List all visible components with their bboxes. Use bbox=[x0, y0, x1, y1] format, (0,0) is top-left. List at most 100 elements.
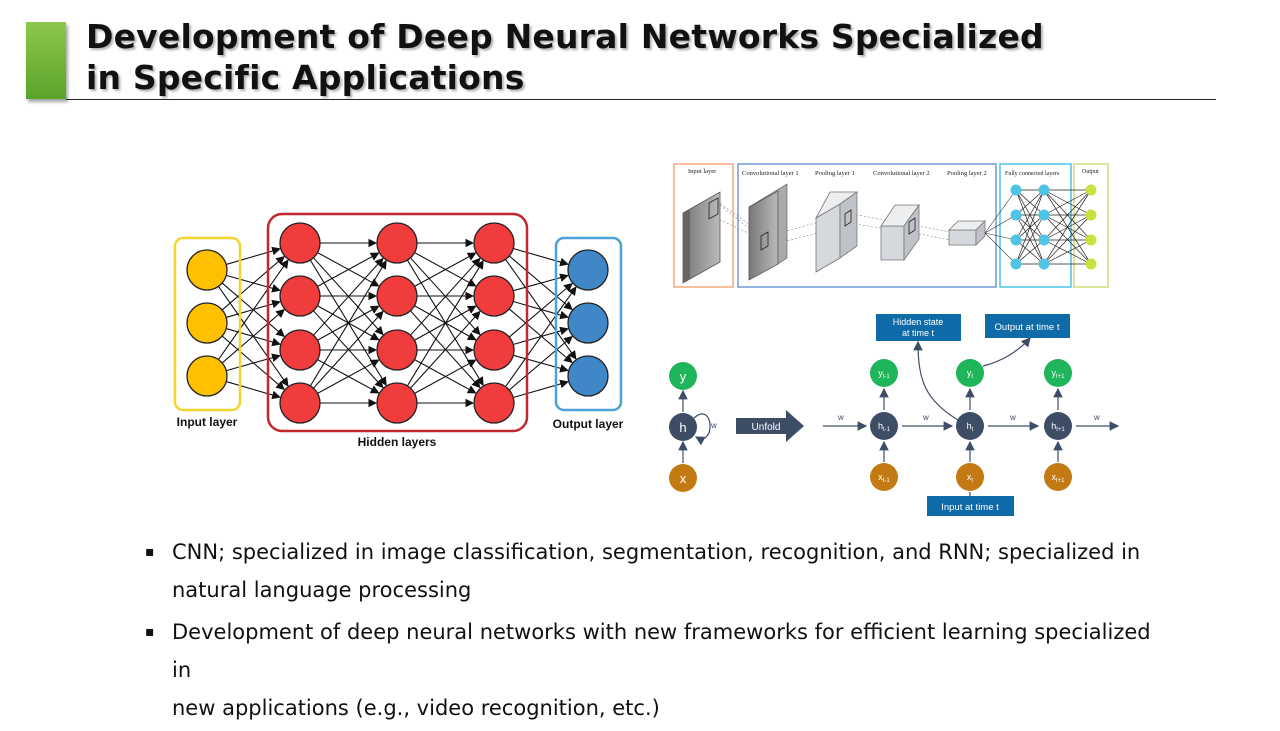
title-accent-bar bbox=[26, 22, 66, 99]
mlp-edge bbox=[508, 335, 573, 391]
mlp-edge bbox=[218, 259, 289, 360]
cnn-feature-box bbox=[737, 163, 997, 288]
page-title-line-2: in Specific Applications bbox=[86, 58, 525, 97]
rnn-hidden-state-pointer bbox=[913, 340, 959, 421]
hidden-state-text-1: Hidden state bbox=[893, 317, 944, 327]
hidden-neuron bbox=[279, 329, 321, 371]
output-neuron bbox=[567, 249, 609, 291]
rnn-h-prev-node bbox=[870, 412, 898, 440]
mlp-edge bbox=[317, 252, 380, 287]
hidden-neuron bbox=[473, 275, 515, 317]
page-title-line-1: Development of Deep Neural Networks Spec… bbox=[86, 17, 1044, 56]
mlp-edge bbox=[513, 300, 569, 320]
hidden-neuron bbox=[376, 382, 418, 424]
rnn-x-t-node bbox=[956, 463, 984, 491]
cnn-fc-node bbox=[1038, 258, 1050, 270]
bullet-2-line-1: Development of deep neural networks with… bbox=[172, 620, 1151, 682]
cnn-fc-node bbox=[1010, 258, 1022, 270]
mlp-edge bbox=[513, 247, 569, 267]
cnn-fc-edge bbox=[984, 232, 1017, 265]
mlp-edge bbox=[508, 308, 573, 364]
cnn-fc-node bbox=[1038, 209, 1050, 221]
output-layer-label: Output layer bbox=[553, 417, 624, 431]
hidden-state-banner bbox=[876, 314, 961, 341]
mlp-edge bbox=[505, 286, 577, 387]
cnn-input-box bbox=[673, 163, 734, 288]
mlp-diagram: Input layer Hidden layers Output layer bbox=[173, 212, 624, 449]
rnn-w-label-4: w bbox=[1093, 413, 1100, 422]
mlp-edge bbox=[513, 379, 569, 399]
cnn-pool1-side bbox=[839, 191, 858, 259]
hidden-neuron bbox=[376, 275, 418, 317]
hidden-neuron bbox=[473, 329, 515, 371]
input-layer-box bbox=[173, 236, 242, 412]
cnn-fc-node bbox=[1010, 184, 1022, 196]
page-title: Development of Deep Neural Networks Spec… bbox=[86, 16, 1044, 98]
cnn-fc-edge bbox=[1015, 239, 1045, 265]
output-at-time-text: Output at time t bbox=[995, 322, 1060, 333]
mlp-edge bbox=[414, 252, 477, 287]
title-underline bbox=[66, 99, 1216, 100]
bullet-item-2: ▪ Development of deep neural networks wi… bbox=[145, 613, 1175, 727]
rnn-y-t-label: yt bbox=[967, 368, 974, 380]
bullet-square-icon: ▪ bbox=[145, 624, 155, 640]
cnn-label-output: Output bbox=[1082, 169, 1099, 175]
mlp-connections bbox=[218, 238, 577, 408]
cnn-conv2-filter bbox=[908, 217, 916, 235]
hidden-neuron bbox=[473, 382, 515, 424]
cnn-label-conv2: Convolutional layer 2 bbox=[873, 170, 930, 177]
cnn-input-slab-side bbox=[683, 209, 690, 283]
cnn-conv2-slab bbox=[880, 225, 905, 261]
bullet-square-icon: ▪ bbox=[145, 544, 155, 560]
cnn-label-pool2: Pooling layer 2 bbox=[947, 170, 987, 177]
cnn-fc-edge bbox=[1015, 214, 1045, 265]
output-at-time-banner bbox=[985, 314, 1070, 338]
mlp-edge bbox=[313, 257, 384, 336]
cnn-fc-edge bbox=[1015, 189, 1045, 265]
cnn-fc-edge bbox=[1043, 189, 1092, 241]
rnn-output-pointer bbox=[982, 337, 1031, 367]
rnn-folded-w-label: w bbox=[710, 421, 717, 430]
mlp-edge bbox=[221, 308, 285, 364]
mlp-edge bbox=[414, 359, 477, 394]
rnn-folded-h-label: h bbox=[679, 420, 686, 435]
input-at-time-text: Input at time t bbox=[941, 502, 999, 513]
mlp-edge bbox=[508, 282, 573, 338]
rnn-y-next-node bbox=[1044, 359, 1072, 387]
mlp-edge bbox=[410, 310, 481, 389]
cnn-fc-connections bbox=[984, 189, 1092, 265]
input-neuron bbox=[186, 249, 228, 291]
cnn-fc-nodes bbox=[1010, 184, 1097, 270]
cnn-fc-edge bbox=[984, 214, 1017, 234]
hidden-neuron bbox=[279, 382, 321, 424]
mlp-edge bbox=[410, 257, 481, 336]
rnn-folded-x-label: x bbox=[680, 471, 687, 486]
cnn-diagram: Input layer Convolutional layer 1 Poolin… bbox=[673, 163, 1109, 288]
bullet-item-1: ▪ CNN; specialized in image classificati… bbox=[145, 533, 1175, 609]
input-layer-label: Input layer bbox=[177, 415, 238, 429]
output-neuron bbox=[567, 302, 609, 344]
hidden-state-text-2: at time t bbox=[902, 328, 935, 338]
hidden-neuron bbox=[473, 222, 515, 264]
rnn-x-prev-node bbox=[870, 463, 898, 491]
hidden-neuron bbox=[279, 275, 321, 317]
rnn-w-label-1: w bbox=[837, 413, 844, 422]
cnn-conv1-filter bbox=[760, 231, 769, 251]
mlp-edge bbox=[221, 255, 285, 311]
hidden-layers-box bbox=[266, 212, 529, 433]
rnn-y-t-node bbox=[956, 359, 984, 387]
cnn-fc-edge bbox=[1015, 189, 1045, 241]
hidden-layers-label: Hidden layers bbox=[358, 435, 437, 449]
rnn-y-prev-node bbox=[870, 359, 898, 387]
cnn-fc-node bbox=[1038, 184, 1050, 196]
cnn-pool2-side bbox=[975, 220, 986, 246]
cnn-output-box bbox=[1073, 163, 1109, 288]
rnn-x-next-node bbox=[1044, 463, 1072, 491]
hidden-neuron bbox=[376, 329, 418, 371]
mlp-edge bbox=[309, 260, 387, 387]
rnn-h-t-node bbox=[956, 412, 984, 440]
input-neuron bbox=[186, 355, 228, 397]
bullet-2-line-2: new applications (e.g., video recognitio… bbox=[172, 696, 660, 720]
cnn-output-node bbox=[1085, 258, 1097, 270]
